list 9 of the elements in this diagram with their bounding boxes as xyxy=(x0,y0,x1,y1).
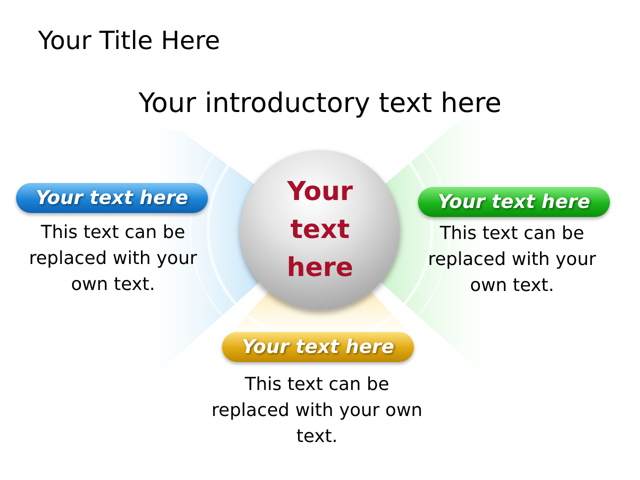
body-text: This text can be replaced with your own text. xyxy=(28,221,198,297)
pill-label: Your text here xyxy=(418,187,610,217)
body-text: This text can be replaced with your own text. xyxy=(210,373,424,449)
pill-label: Your text here xyxy=(16,183,208,213)
pill-label: Your text here xyxy=(222,332,414,362)
body-text: This text can be replaced with your own text. xyxy=(426,222,598,298)
title: Your Title Here xyxy=(38,26,220,55)
sphere-label: Your text here xyxy=(286,176,354,285)
intro-text: Your introductory text here xyxy=(137,88,503,119)
